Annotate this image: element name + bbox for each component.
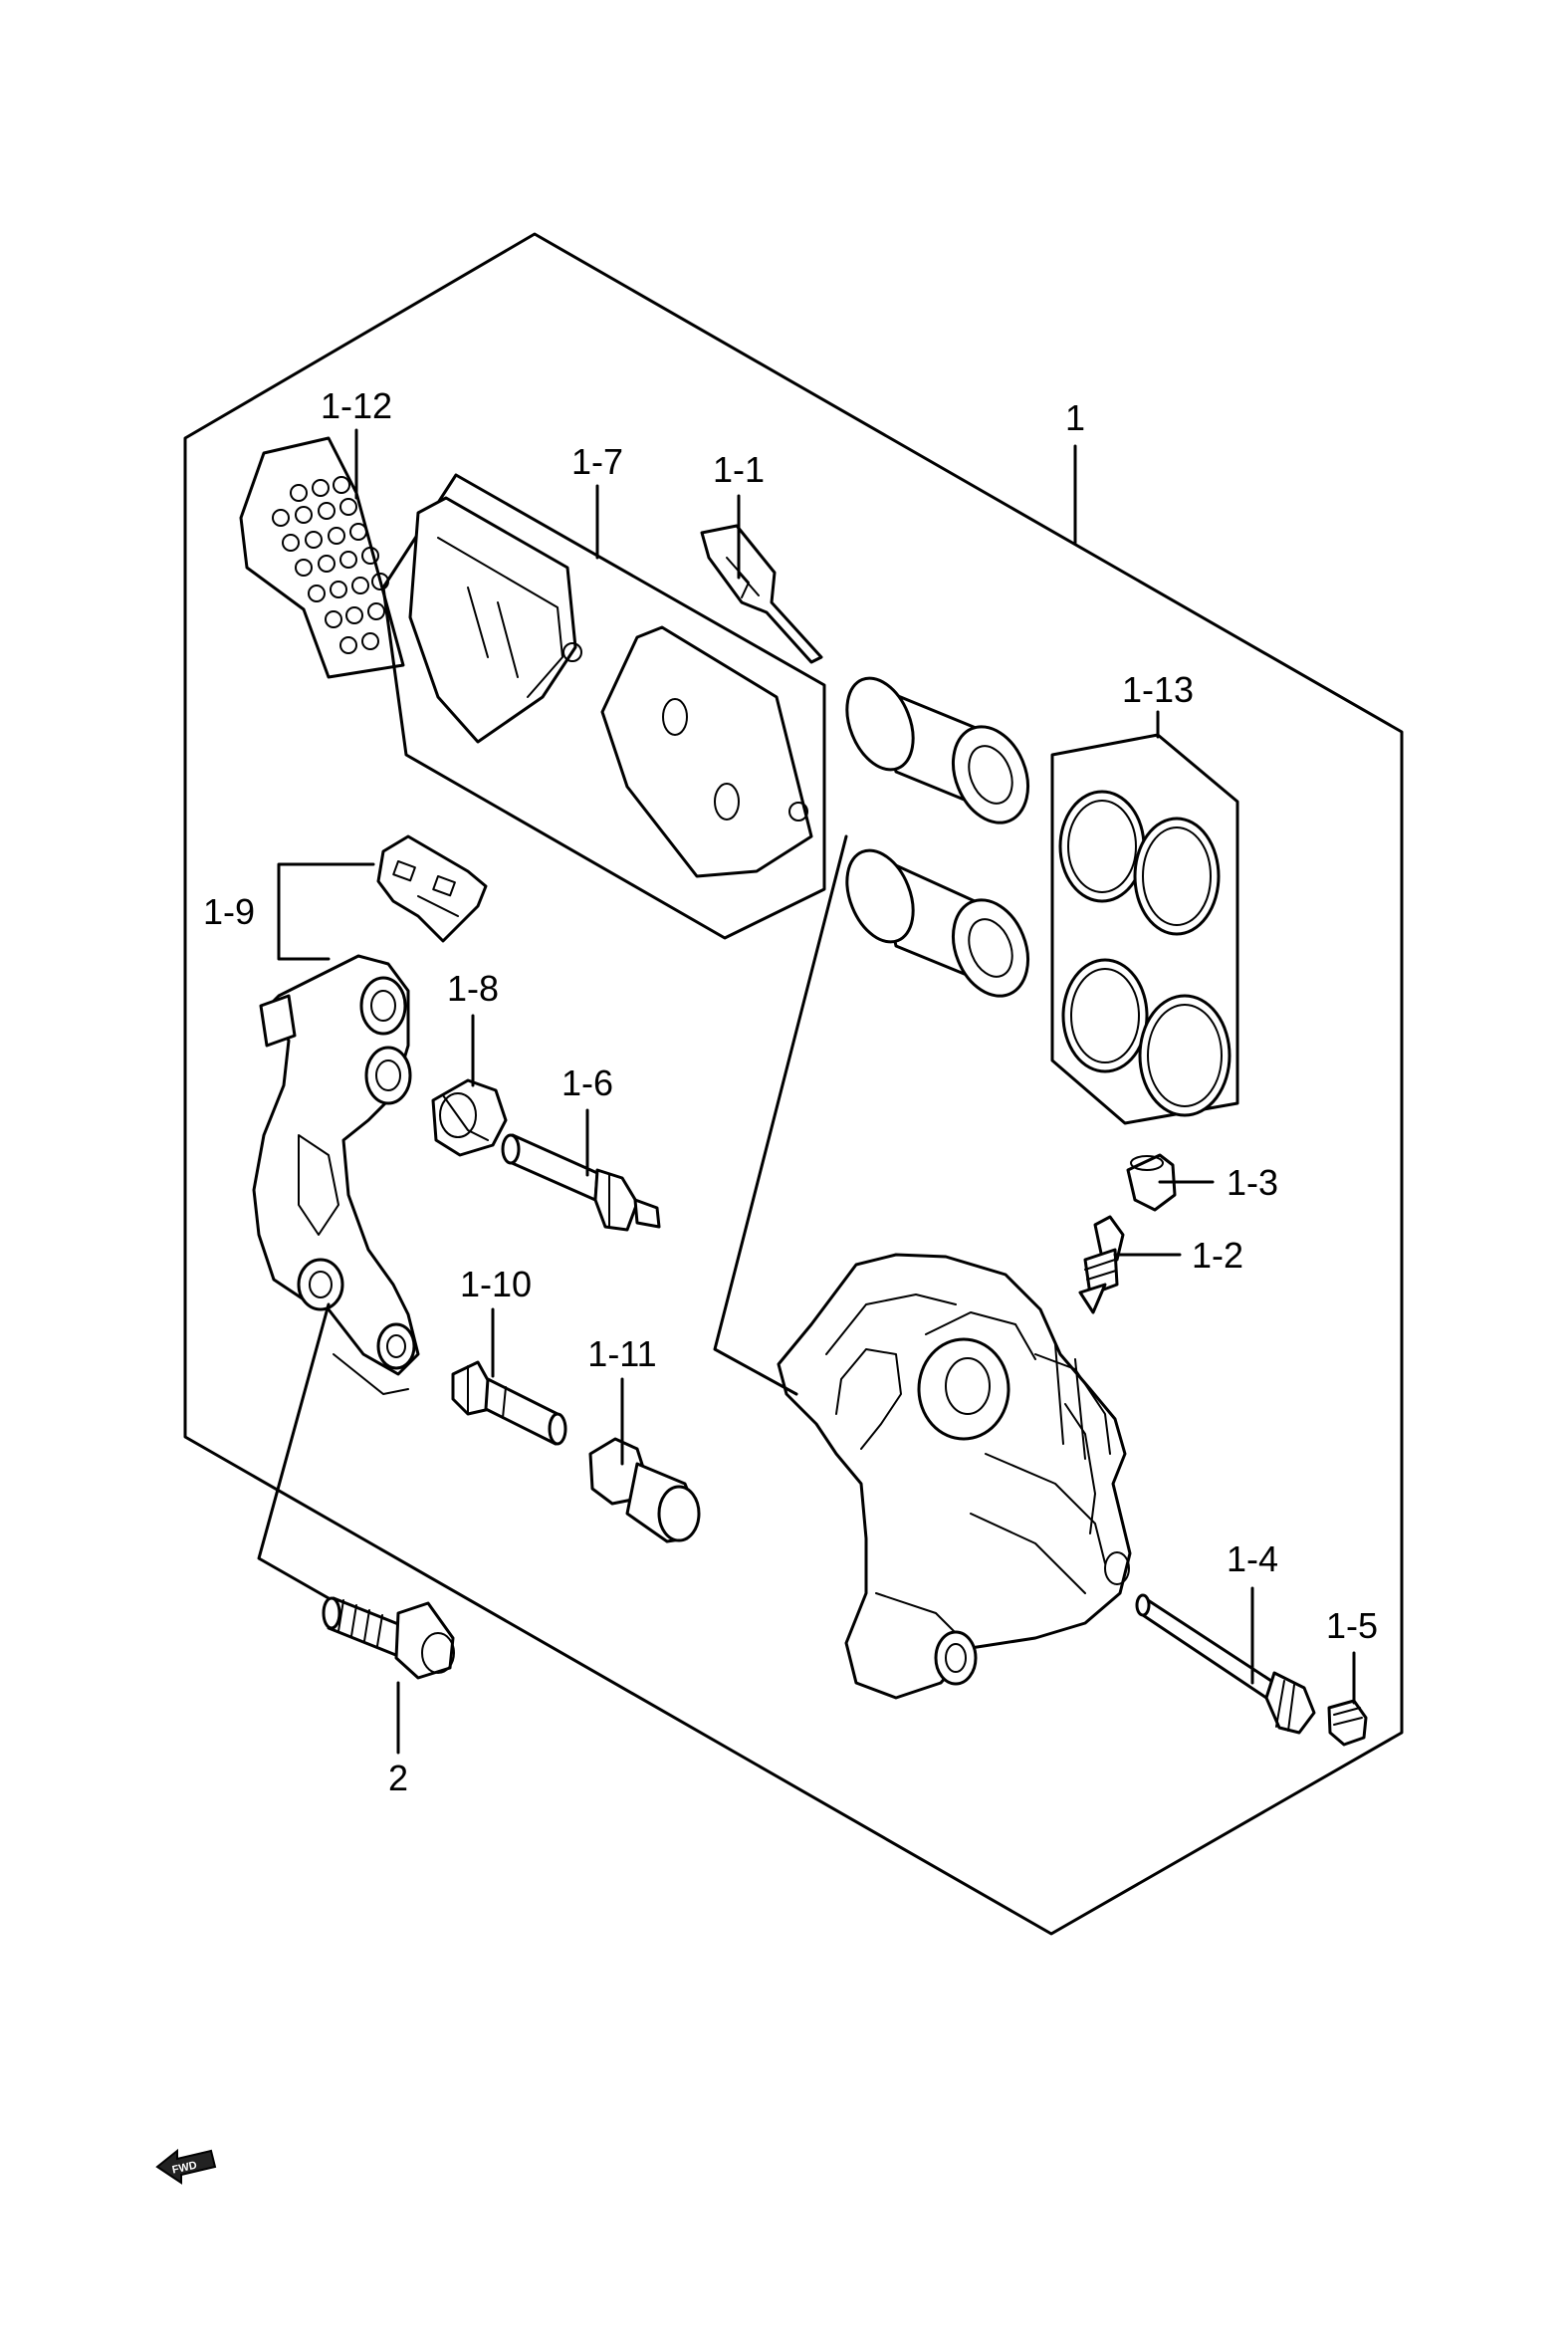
- callout-1-5: 1-5: [1326, 1605, 1378, 1646]
- part-pad-spring-bracket: [376, 834, 488, 943]
- callout-1-3: 1-3: [1227, 1162, 1278, 1203]
- callout-2: 2: [388, 1758, 408, 1798]
- part-boot: [431, 1078, 508, 1157]
- relation-lines: [257, 834, 848, 1600]
- fwd-arrow-icon: FWD: [155, 2148, 217, 2185]
- part-caliper-bracket: [252, 954, 420, 1395]
- part-mounting-bolt: [322, 1596, 455, 1680]
- part-caliper-body: [777, 1253, 1132, 1700]
- callout-1-11: 1-11: [587, 1333, 656, 1374]
- callout-1-8: 1-8: [447, 968, 499, 1009]
- callout-1-1: 1-1: [713, 449, 765, 490]
- callout-labels: 1 1-1 1-7 1-12 1-13 1-9 1-8 1-6 1-3 1-2 …: [203, 385, 1378, 1798]
- callout-1-7: 1-7: [571, 441, 623, 482]
- part-pad-pin-plug: [1327, 1699, 1368, 1747]
- part-pistons: [845, 676, 1029, 998]
- callout-1-13: 1-13: [1122, 669, 1194, 710]
- part-brake-pad-set: [381, 473, 826, 940]
- part-pad-spring: [700, 524, 823, 664]
- part-bleeder-valve: [1078, 1215, 1125, 1314]
- part-slide-pin: [501, 1133, 661, 1232]
- fwd-label: FWD: [171, 2160, 198, 2177]
- callout-1: 1: [1065, 397, 1085, 438]
- callout-1-2: 1-2: [1192, 1235, 1243, 1276]
- callout-1-12: 1-12: [321, 385, 392, 426]
- part-threaded-pin: [451, 1360, 567, 1446]
- part-pad-shim: [239, 436, 405, 679]
- part-piston-seal-set: [1050, 733, 1239, 1125]
- part-sleeve-pin: [588, 1437, 701, 1543]
- leader-lines: [354, 428, 1356, 1755]
- callout-1-10: 1-10: [460, 1264, 532, 1304]
- assembly-outline: [183, 232, 1404, 1936]
- callout-1-4: 1-4: [1227, 1538, 1278, 1579]
- callout-1-6: 1-6: [561, 1062, 613, 1103]
- callout-1-9: 1-9: [203, 891, 255, 932]
- part-bleeder-cap: [1126, 1153, 1177, 1212]
- part-pad-pin: [1135, 1593, 1316, 1735]
